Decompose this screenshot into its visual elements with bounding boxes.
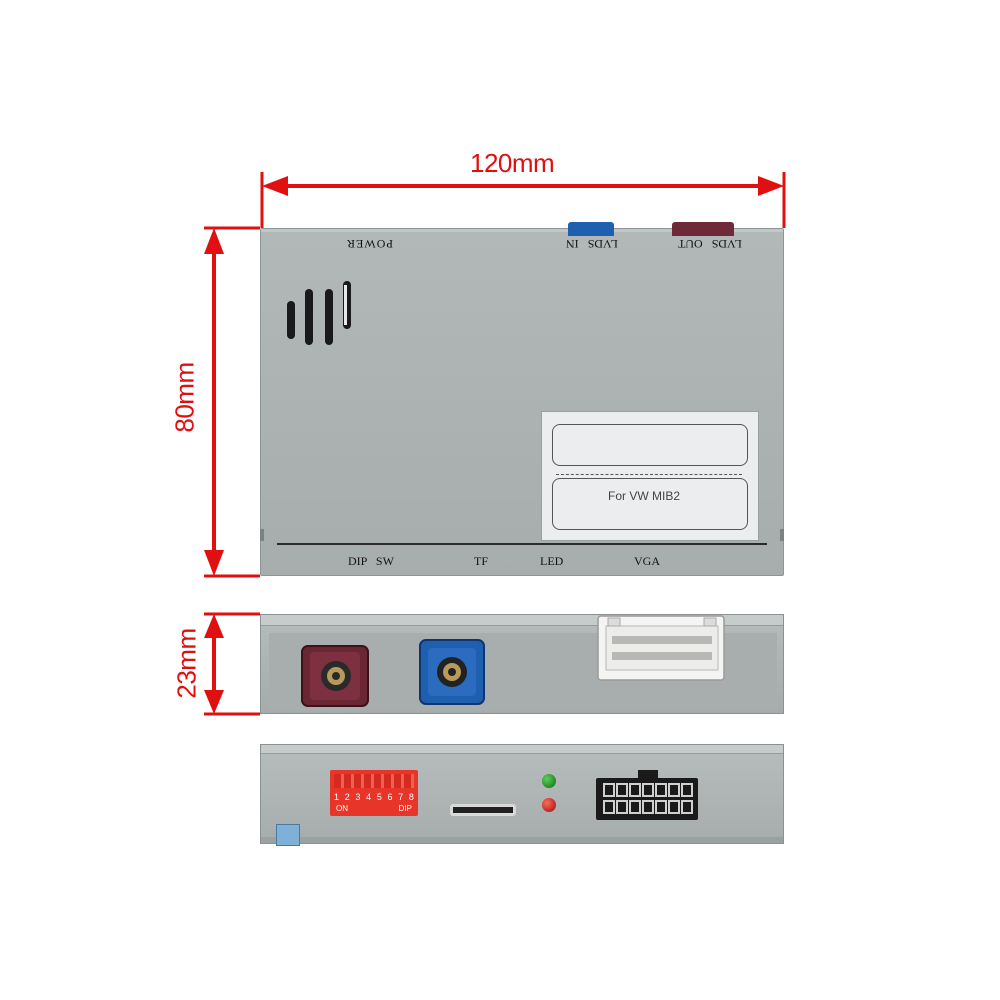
dip-number-6: 6 xyxy=(387,792,393,802)
lvds-out-connector xyxy=(301,645,369,707)
dip-number-3: 3 xyxy=(355,792,361,802)
lvds-out-label: LVDS OUT xyxy=(678,237,742,251)
green-led xyxy=(542,774,556,788)
dip-switch-toggles xyxy=(334,774,414,788)
bottom-seam xyxy=(277,543,767,545)
tf-card-slot[interactable] xyxy=(450,804,516,816)
dip-number-1: 1 xyxy=(334,792,340,802)
qc-sticker xyxy=(276,824,300,846)
dip-number-7: 7 xyxy=(398,792,404,802)
height-label: 80mm xyxy=(169,362,200,433)
vent-slots xyxy=(287,281,351,345)
dip-on-label: ON xyxy=(336,804,348,813)
back-top-edge xyxy=(261,745,783,754)
label-sticker: For VW MIB2 xyxy=(541,411,759,541)
sticker-upper-box xyxy=(552,424,748,466)
dip-number-8: 8 xyxy=(408,792,414,802)
lvds-in-label: LVDS IN xyxy=(566,237,618,251)
vga-connector xyxy=(597,615,725,681)
depth-label: 23mm xyxy=(171,628,202,699)
red-led xyxy=(542,798,556,812)
depth-dimension-arrow xyxy=(204,612,260,716)
top-view-case: For VW MIB2 xyxy=(260,228,784,576)
dip-number-5: 5 xyxy=(376,792,382,802)
dip-number-4: 4 xyxy=(366,792,372,802)
vga-label: VGA xyxy=(634,554,660,568)
dip-number-2: 2 xyxy=(344,792,350,802)
sticker-lower-box xyxy=(552,478,748,530)
sticker-divider xyxy=(556,474,742,475)
led-label: LED xyxy=(540,554,564,568)
dip-sw-label: DIP SW xyxy=(348,554,394,568)
dip-label: DIP xyxy=(398,804,412,813)
screw-left xyxy=(260,529,264,541)
power-label: POWER xyxy=(346,237,393,251)
lvds-in-connector xyxy=(419,639,485,705)
height-dimension-arrow xyxy=(204,226,260,578)
width-dimension-arrow xyxy=(260,172,786,228)
width-label: 120mm xyxy=(470,148,555,178)
lvds-in-port-top xyxy=(568,222,614,236)
back-bottom-edge xyxy=(261,837,783,843)
tf-label: TF xyxy=(474,554,489,568)
screw-right xyxy=(780,529,784,541)
power-connector xyxy=(596,770,698,820)
dip-switch-numbers: 1 2 3 4 5 6 7 8 xyxy=(334,792,414,802)
top-edge-seam xyxy=(261,229,783,232)
dip-switch[interactable]: 1 2 3 4 5 6 7 8 ON DIP xyxy=(330,770,418,816)
lvds-out-port-top xyxy=(672,222,734,236)
front-top-edge xyxy=(261,615,783,626)
sticker-text: For VW MIB2 xyxy=(608,489,681,503)
